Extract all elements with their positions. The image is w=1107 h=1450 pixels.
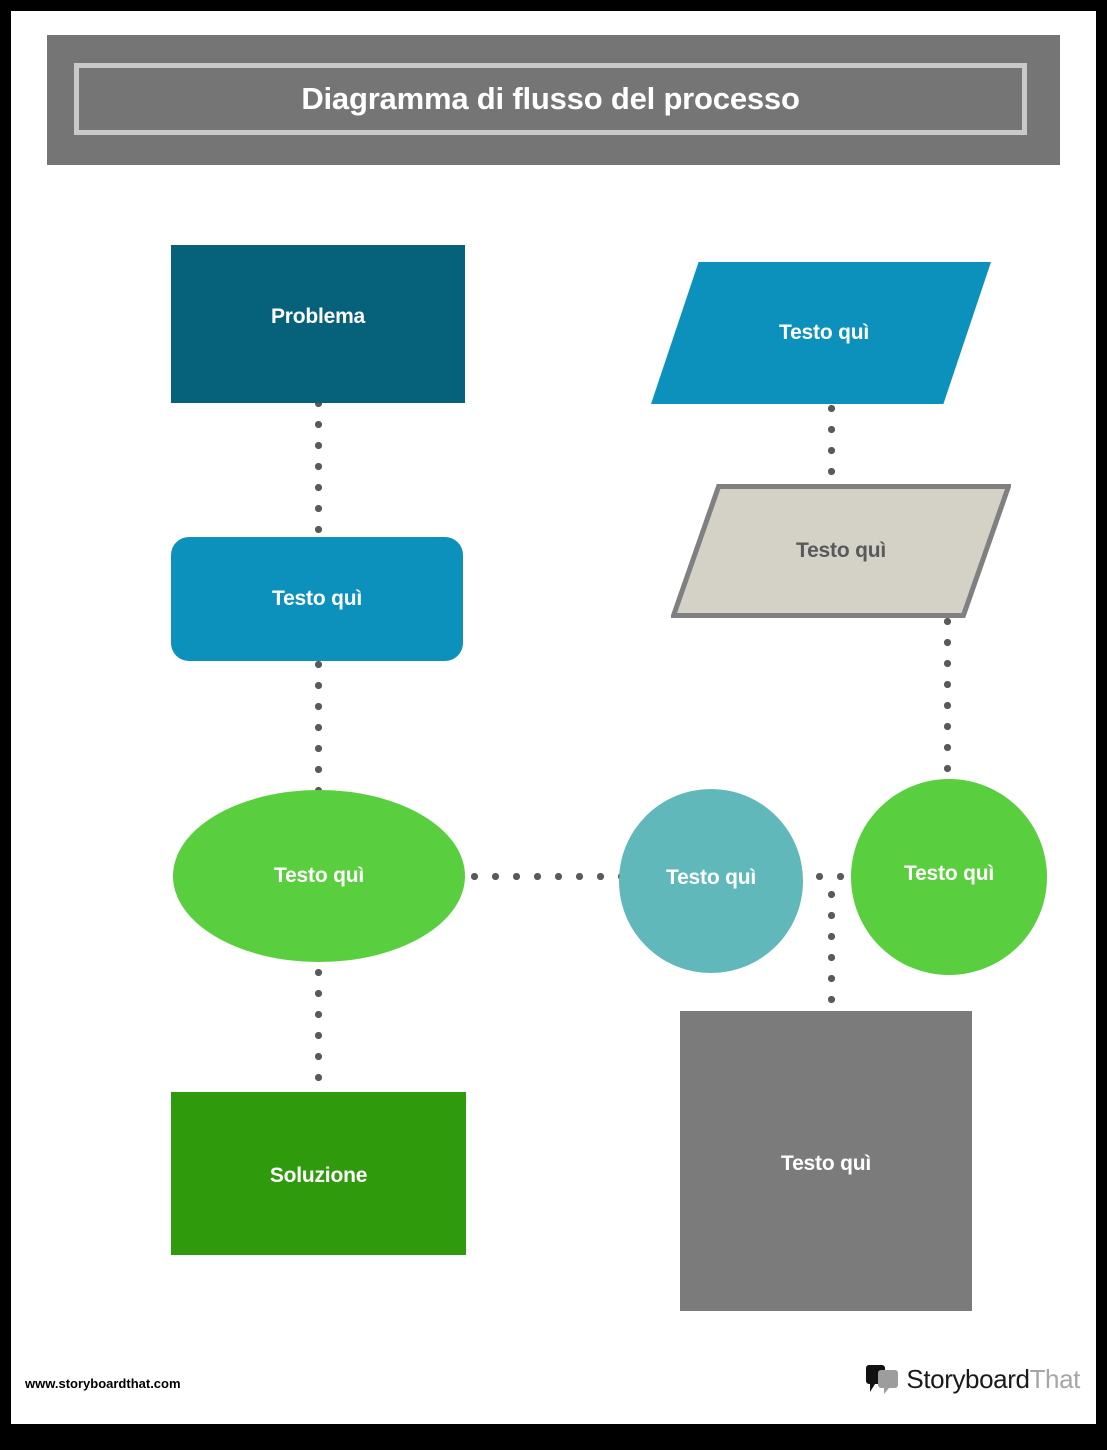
logo-word-secondary: That (1029, 1364, 1081, 1394)
node-parallelogram-top[interactable]: Testo quì (651, 262, 991, 404)
connector-circle-mid-to-circle-right (816, 873, 856, 880)
node-soluzione-label: Soluzione (269, 1163, 368, 1187)
speech-bubbles-icon (866, 1364, 899, 1394)
logo-wordmark: StoryboardThat (906, 1364, 1080, 1395)
footer: www.storyboardthat.com StoryboardThat (11, 1346, 1096, 1424)
storyboardthat-logo[interactable]: StoryboardThat (865, 1364, 1080, 1395)
title-inner-frame: Diagramma di flusso del processo (74, 63, 1027, 135)
node-circle-middle[interactable]: Testo quì (619, 789, 803, 973)
node-parallelogram-top-label: Testo quì (779, 321, 869, 344)
connector-problema-to-process (315, 400, 322, 545)
node-gray-box[interactable]: Testo quì (680, 1011, 972, 1311)
footer-url[interactable]: www.storyboardthat.com (25, 1376, 181, 1391)
connector-circle-mid-to-gray-box (828, 891, 835, 1016)
page-title: Diagramma di flusso del processo (301, 81, 800, 116)
node-soluzione[interactable]: Soluzione (171, 1092, 466, 1255)
node-circle-right-label: Testo quì (904, 862, 994, 885)
node-circle-middle-label: Testo quì (666, 866, 756, 889)
node-problema[interactable]: Problema (171, 245, 465, 403)
logo-word-primary: Storyboard (906, 1364, 1030, 1394)
connector-process-to-ellipse (315, 661, 322, 801)
connector-ellipse-to-circle-mid (471, 873, 621, 880)
node-gray-box-label: Testo quì (781, 1152, 871, 1175)
node-parallelogram-bottom-label: Testo quì (796, 539, 886, 562)
node-problema-label: Problema (270, 305, 366, 328)
node-parallelogram-bottom[interactable]: Testo quì (671, 484, 1011, 618)
title-banner: Diagramma di flusso del processo (47, 35, 1060, 165)
node-process-left-label: Testo quì (272, 587, 362, 610)
connector-para-bottom-to-circle-right (944, 618, 951, 783)
connector-ellipse-to-soluzione (315, 969, 322, 1096)
node-circle-right[interactable]: Testo quì (851, 779, 1047, 975)
poster-sheet: Diagramma di flusso del processo Problem… (11, 11, 1096, 1424)
node-ellipse-left-label: Testo quì (274, 864, 364, 887)
node-process-left[interactable]: Testo quì (171, 537, 463, 661)
connector-para-top-to-para-bottom (828, 405, 835, 490)
node-ellipse-left[interactable]: Testo quì (173, 790, 465, 962)
